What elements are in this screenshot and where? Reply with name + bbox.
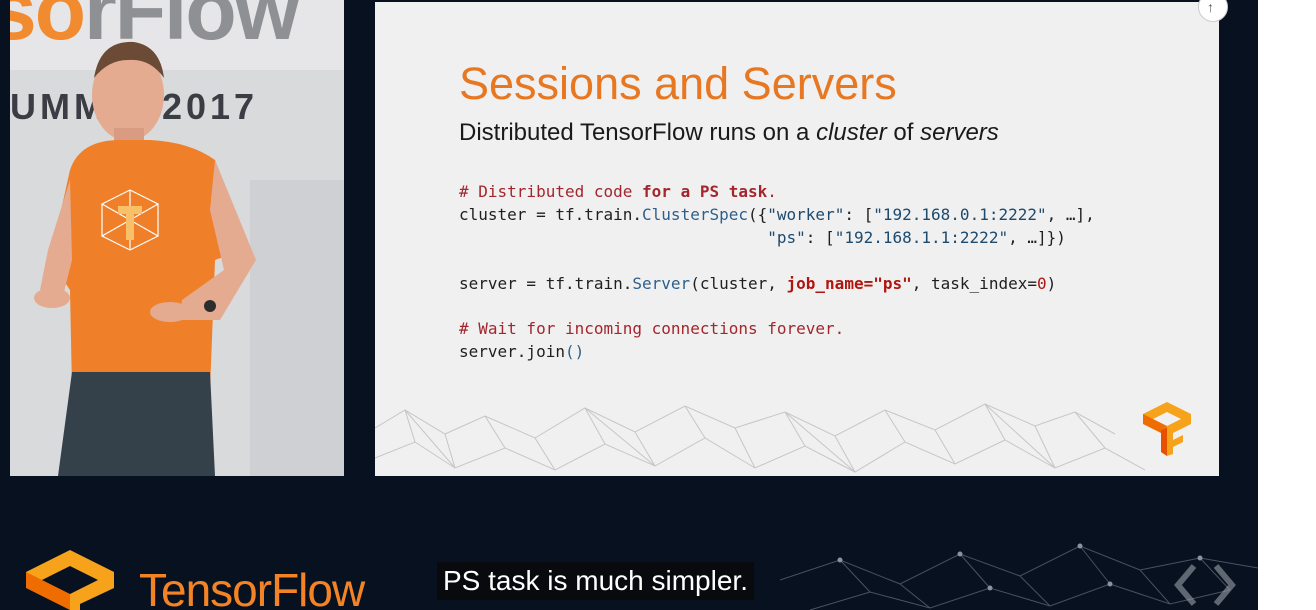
tensorflow-logo-icon [26, 550, 114, 610]
page-scrollbar[interactable] [1258, 0, 1316, 610]
speaker-figure [34, 41, 344, 476]
code-line-3: "ps": ["192.168.1.1:2222", …]}) [767, 228, 1066, 247]
code-line-2: cluster = tf.train.ClusterSpec({"worker"… [459, 205, 1095, 224]
slide-title: Sessions and Servers [459, 58, 897, 109]
brand-wordmark: TensorFlow [139, 564, 365, 610]
tensorflow-logo-icon [1143, 402, 1191, 456]
speaker-video-panel: sorFlow UMMIT 2017 [10, 0, 344, 476]
bottom-mesh-decoration [780, 543, 1258, 610]
stage-brand-text: sorFlow [10, 0, 300, 57]
video-player[interactable]: sorFlow UMMIT 2017 [0, 0, 1258, 610]
slide-mesh-decoration [375, 403, 1146, 473]
code-line-6: server.join() [459, 342, 585, 361]
code-line-5: # Wait for incoming connections forever. [459, 319, 845, 338]
slide-subtitle: Distributed TensorFlow runs on a cluster… [459, 119, 999, 146]
presentation-slide: Sessions and Servers Distributed TensorF… [375, 2, 1219, 476]
code-line-1: # Distributed code for a PS task. [459, 182, 777, 201]
channel-watermark-icon [1174, 564, 1236, 606]
stage-backdrop [10, 0, 344, 70]
code-line-4: server = tf.train.Server(cluster, job_na… [459, 274, 1057, 293]
subtitle-caption: PS task is much simpler. [437, 562, 754, 600]
